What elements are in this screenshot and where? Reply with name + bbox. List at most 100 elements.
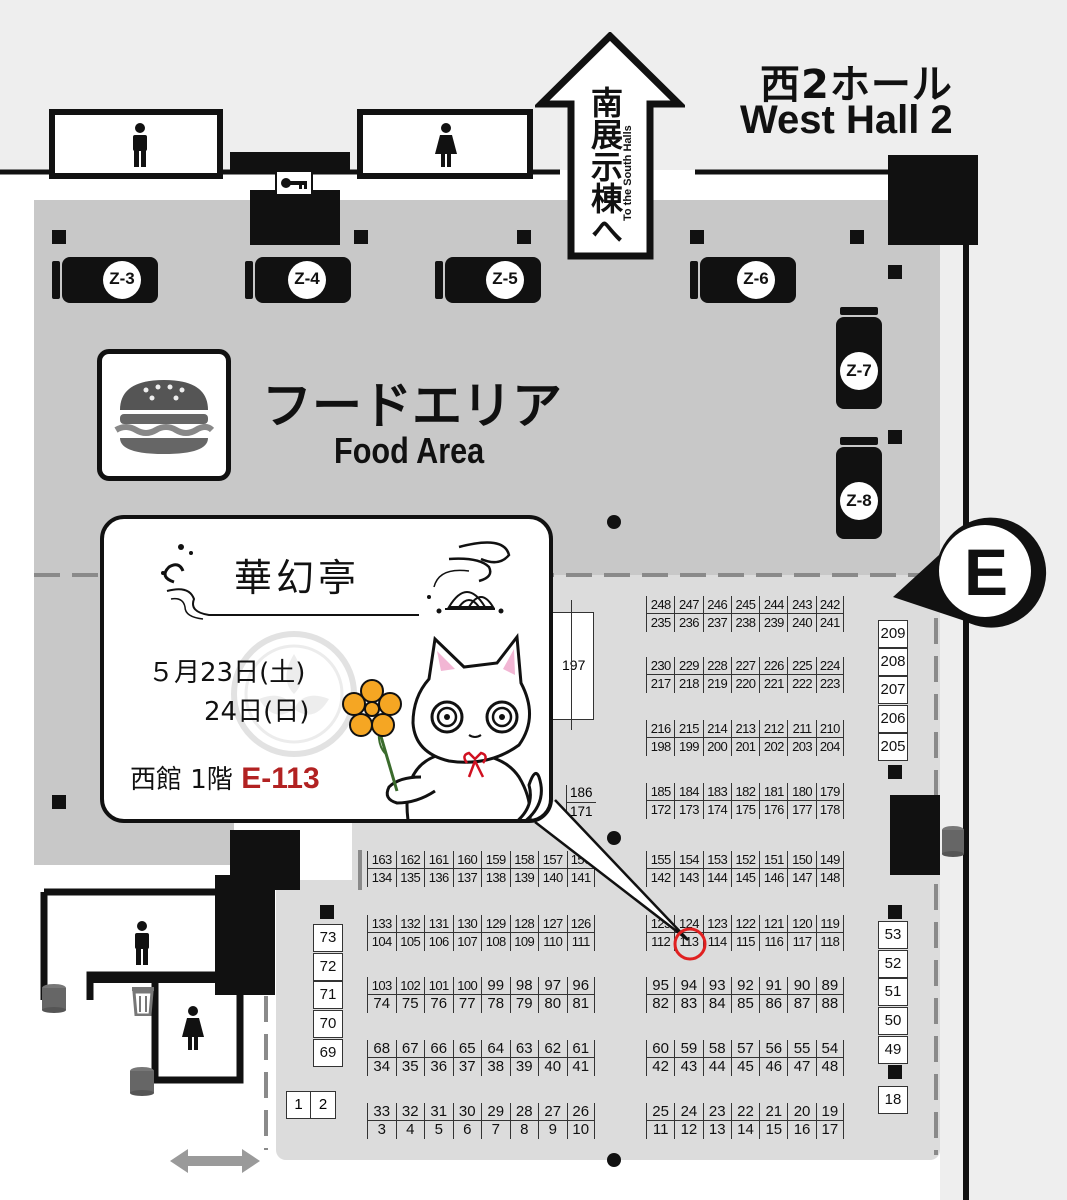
booth[interactable]: 95 xyxy=(646,977,675,995)
booth[interactable]: 236 xyxy=(674,614,702,632)
booth[interactable]: 18 xyxy=(878,1086,908,1114)
booth[interactable]: 36 xyxy=(424,1058,453,1076)
booth[interactable]: 123 xyxy=(702,915,731,933)
booth[interactable]: 158 xyxy=(509,851,538,869)
booth[interactable]: 199 xyxy=(674,738,702,756)
booth[interactable]: 163 xyxy=(367,851,396,869)
booth[interactable]: 132 xyxy=(395,915,424,933)
booth[interactable]: 120 xyxy=(787,915,816,933)
booth[interactable]: 94 xyxy=(674,977,703,995)
booth[interactable]: 214 xyxy=(702,720,731,738)
booth[interactable]: 185 xyxy=(646,783,675,801)
booth[interactable]: 39 xyxy=(509,1058,539,1076)
booth[interactable]: 52 xyxy=(878,950,908,978)
booth[interactable]: 224 xyxy=(815,657,844,675)
booth[interactable]: 49 xyxy=(878,1036,908,1064)
booth[interactable]: 103 xyxy=(367,977,396,995)
booth[interactable]: 130 xyxy=(452,915,481,933)
booth[interactable]: 109 xyxy=(509,933,539,951)
booth[interactable]: 200 xyxy=(702,738,731,756)
booth[interactable]: 77 xyxy=(452,995,482,1013)
booth[interactable]: 197 xyxy=(552,612,594,720)
booth[interactable]: 124 xyxy=(674,915,703,933)
booth[interactable]: 75 xyxy=(395,995,425,1013)
booth[interactable]: 239 xyxy=(759,614,787,632)
booth[interactable]: 63 xyxy=(509,1040,538,1058)
booth[interactable]: 154 xyxy=(674,851,703,869)
booth[interactable]: 10 xyxy=(566,1121,595,1139)
booth[interactable]: 102 xyxy=(395,977,424,995)
booth[interactable]: 237 xyxy=(702,614,731,632)
booth[interactable]: 50 xyxy=(878,1007,908,1035)
booth[interactable]: 148 xyxy=(815,869,844,887)
booth[interactable]: 106 xyxy=(424,933,453,951)
booth[interactable]: 179 xyxy=(815,783,844,801)
booth[interactable]: 29 xyxy=(481,1103,510,1121)
booth[interactable]: 43 xyxy=(674,1058,702,1076)
booth[interactable]: 115 xyxy=(730,933,759,951)
booth[interactable]: 4 xyxy=(395,1121,425,1139)
booth[interactable]: 45 xyxy=(730,1058,759,1076)
booth[interactable]: 53 xyxy=(878,921,908,949)
booth[interactable]: 227 xyxy=(730,657,760,675)
booth[interactable]: 13 xyxy=(702,1121,731,1139)
booth[interactable]: 174 xyxy=(702,801,731,819)
booth[interactable]: 229 xyxy=(674,657,703,675)
booth[interactable]: 219 xyxy=(702,675,731,693)
booth[interactable]: 11 xyxy=(646,1121,674,1139)
booth[interactable]: 73 xyxy=(313,924,343,952)
booth[interactable]: 35 xyxy=(395,1058,425,1076)
booth[interactable]: 207 xyxy=(878,676,908,704)
booth[interactable]: 210 xyxy=(815,720,844,738)
booth[interactable]: 48 xyxy=(815,1058,844,1076)
booth[interactable]: 22 xyxy=(730,1103,760,1121)
booth[interactable]: 27 xyxy=(538,1103,567,1121)
booth[interactable]: 70 xyxy=(313,1010,343,1038)
booth[interactable]: 104 xyxy=(367,933,396,951)
booth[interactable]: 218 xyxy=(674,675,702,693)
booth[interactable]: 221 xyxy=(759,675,787,693)
booth[interactable]: 57 xyxy=(730,1040,760,1058)
booth[interactable]: 41 xyxy=(566,1058,595,1076)
booth[interactable]: 223 xyxy=(815,675,844,693)
booth[interactable]: 226 xyxy=(759,657,788,675)
booth[interactable]: 176 xyxy=(759,801,787,819)
booth[interactable]: 116 xyxy=(759,933,787,951)
booth[interactable]: 68 xyxy=(367,1040,396,1058)
booth[interactable]: 33 xyxy=(367,1103,396,1121)
booth[interactable]: 20 xyxy=(787,1103,816,1121)
booth[interactable]: 122 xyxy=(730,915,760,933)
booth[interactable]: 32 xyxy=(395,1103,424,1121)
booth[interactable]: 127 xyxy=(538,915,567,933)
booth[interactable]: 76 xyxy=(424,995,453,1013)
booth[interactable]: 235 xyxy=(646,614,674,632)
booth[interactable]: 220 xyxy=(730,675,759,693)
booth[interactable]: 141 xyxy=(566,869,595,887)
booth[interactable]: 78 xyxy=(481,995,510,1013)
booth[interactable]: 149 xyxy=(815,851,844,869)
booth[interactable]: 64 xyxy=(481,1040,510,1058)
booth[interactable]: 230 xyxy=(646,657,675,675)
booth[interactable]: 208 xyxy=(878,648,908,676)
booth[interactable]: 26 xyxy=(566,1103,595,1121)
booth[interactable]: 143 xyxy=(674,869,702,887)
booth[interactable]: 31 xyxy=(424,1103,453,1121)
booth[interactable]: 107 xyxy=(452,933,482,951)
booth[interactable]: 180 xyxy=(787,783,816,801)
booth[interactable]: 114 xyxy=(702,933,731,951)
booth[interactable]: 131 xyxy=(424,915,453,933)
booth[interactable]: 96 xyxy=(566,977,595,995)
booth[interactable]: 183 xyxy=(702,783,731,801)
booth[interactable]: 83 xyxy=(674,995,702,1013)
booth[interactable]: 112 xyxy=(646,933,674,951)
booth[interactable]: 97 xyxy=(538,977,567,995)
booth[interactable]: 21 xyxy=(759,1103,788,1121)
booth[interactable]: 62 xyxy=(538,1040,567,1058)
booth[interactable]: 91 xyxy=(759,977,788,995)
booth[interactable]: 89 xyxy=(815,977,844,995)
booth[interactable]: 133 xyxy=(367,915,396,933)
booth[interactable]: 65 xyxy=(452,1040,481,1058)
booth[interactable]: 147 xyxy=(787,869,815,887)
booth[interactable]: 2 xyxy=(311,1091,336,1119)
booth[interactable]: 241 xyxy=(815,614,844,632)
